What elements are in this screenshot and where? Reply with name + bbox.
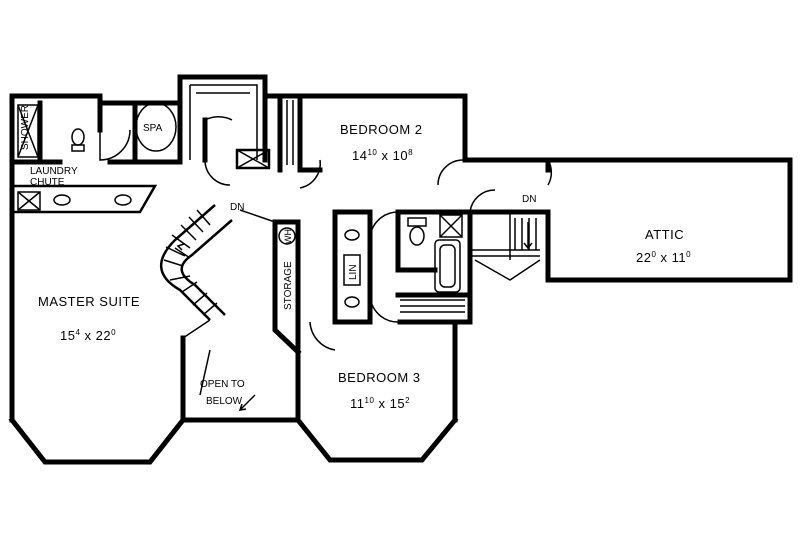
master-name: MASTER SUITE [38,294,140,309]
wh-label: WH [283,229,293,244]
laundry-label: LAUNDRY [30,166,78,177]
bedroom2-name: BEDROOM 2 [340,122,423,137]
chute-label: CHUTE [30,177,65,188]
master-size: 154 x 220 [60,328,116,343]
interior-walls [9,84,551,356]
bedroom2-size: 1410 x 108 [352,148,413,163]
bedroom3-name: BEDROOM 3 [338,370,421,385]
bedroom3-size: 1110 x 152 [350,396,410,411]
lin-label: LIN [348,264,359,280]
dn-label-main: DN [230,202,244,213]
curved-stair [159,204,276,411]
labels: SHOWER SPA LAUNDRY CHUTE DN DN STORAGE W… [20,105,691,411]
below-label: BELOW [206,396,243,407]
storage-label: STORAGE [283,261,294,310]
shower-label: SHOWER [20,105,31,150]
dn-label-attic: DN [522,194,536,205]
doors [99,116,553,351]
fixtures [17,102,177,158]
attic-size: 220 x 110 [636,250,691,265]
spa-label: SPA [143,123,163,134]
open-to-label: OPEN TO [200,379,245,390]
attic-name: ATTIC [645,227,684,242]
